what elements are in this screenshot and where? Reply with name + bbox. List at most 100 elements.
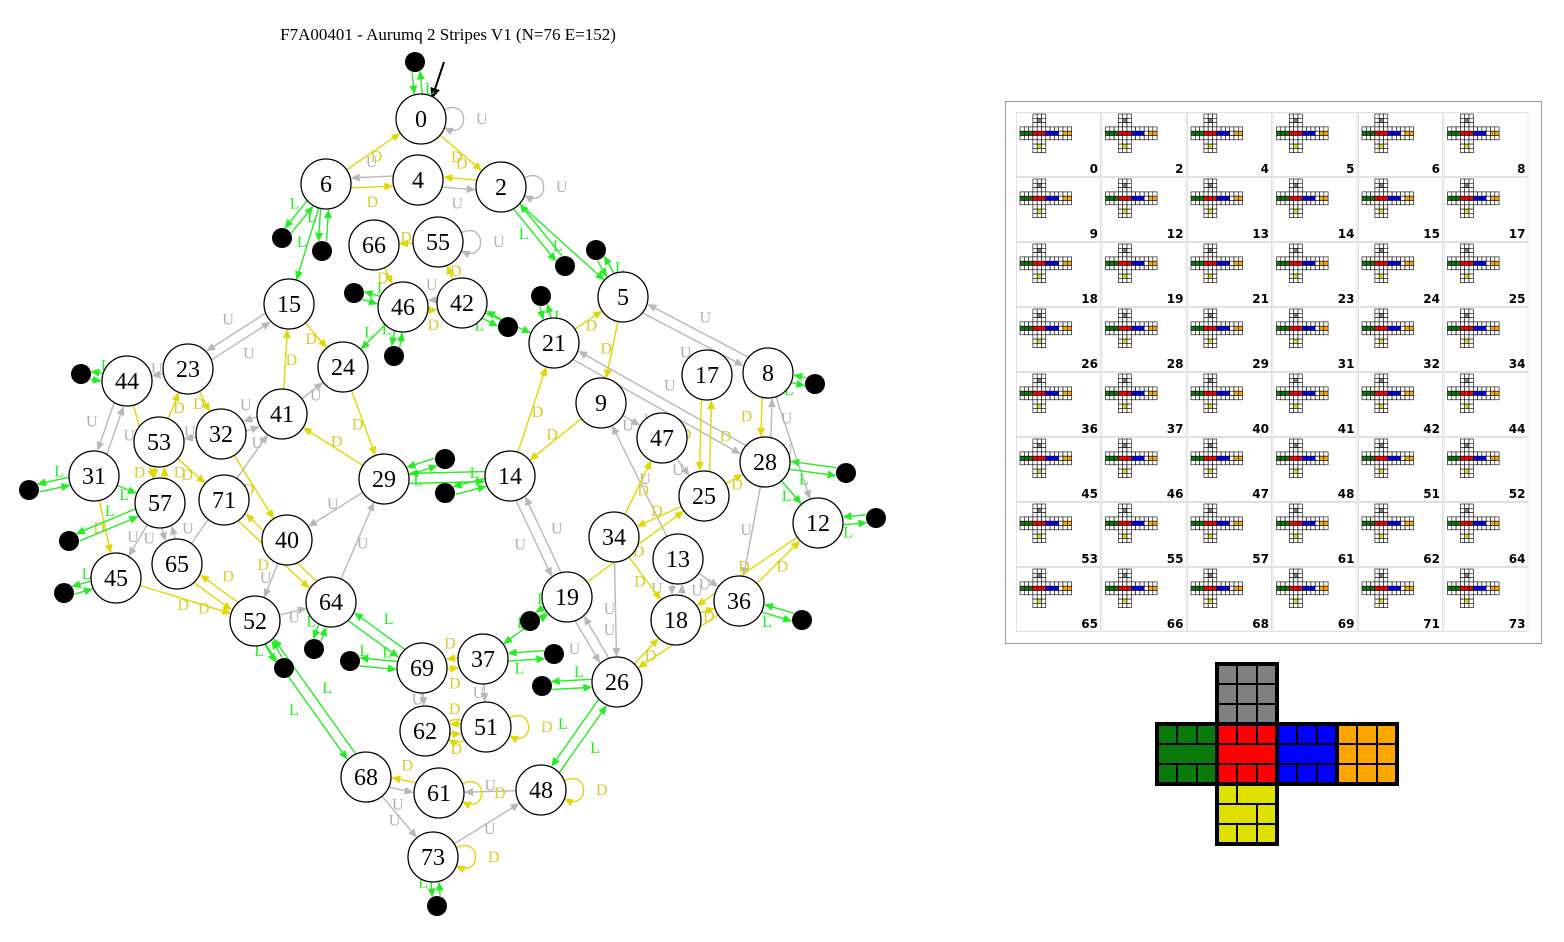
state-node[interactable]: 4	[392, 154, 444, 206]
state-node-label: 2	[495, 175, 507, 201]
state-node[interactable]: 65	[151, 538, 203, 590]
state-node-label: 14	[498, 464, 522, 490]
state-node[interactable]: 68	[340, 751, 392, 803]
state-node[interactable]: 73	[407, 831, 459, 883]
dead-end-edge	[264, 644, 276, 663]
dead-end-return-edge	[323, 209, 332, 242]
state-node[interactable]: 34	[588, 511, 640, 563]
edge-label: D	[243, 482, 255, 499]
state-node[interactable]: 44	[101, 355, 153, 407]
state-node[interactable]: 51	[460, 701, 512, 753]
state-node-label: 32	[209, 422, 233, 448]
state-node[interactable]: 5	[597, 271, 649, 323]
graph-edge	[446, 654, 458, 663]
state-node-label: 47	[650, 426, 674, 452]
state-node[interactable]: 45	[90, 552, 142, 604]
edge-label: D	[377, 270, 389, 287]
edge-label: U	[514, 537, 526, 554]
state-node-label: 24	[331, 355, 355, 381]
graph-edge	[139, 584, 232, 615]
state-thumbnail: 71	[1358, 567, 1443, 632]
dead-end-return-edge	[552, 683, 593, 692]
dead-end-node	[544, 644, 564, 664]
edge-label: U	[485, 777, 497, 794]
state-node[interactable]: 12	[792, 497, 844, 549]
edge-label: D	[450, 263, 462, 280]
state-node[interactable]: 8	[742, 347, 794, 399]
state-node-label: 62	[413, 719, 437, 745]
state-node[interactable]: 13	[652, 533, 704, 585]
state-node[interactable]: 62	[399, 705, 451, 757]
state-node[interactable]: 15	[263, 278, 315, 330]
state-node-label: 13	[666, 547, 690, 573]
edge-label: U	[366, 154, 378, 171]
graph-edge	[741, 486, 762, 577]
state-node[interactable]: 14	[484, 450, 536, 502]
dead-end-edge	[761, 611, 793, 623]
state-node[interactable]: 64	[305, 576, 357, 628]
state-node[interactable]: 55	[412, 216, 464, 268]
state-node[interactable]: 52	[229, 595, 281, 647]
state-node[interactable]: 0	[395, 93, 447, 145]
state-node-label: 36	[727, 589, 751, 615]
state-node-label: 28	[753, 450, 777, 476]
graph-edge	[450, 730, 462, 739]
state-node[interactable]: 57	[134, 477, 186, 529]
state-node-label: 8	[762, 361, 774, 387]
state-node[interactable]: 69	[396, 642, 448, 694]
state-node[interactable]: 36	[713, 575, 765, 627]
edge-label: L	[359, 643, 369, 660]
graph-edge	[193, 582, 232, 611]
state-node-label: 15	[277, 292, 301, 318]
edge-label: U	[473, 685, 485, 702]
self-loop-edge	[455, 845, 477, 874]
thumbnail-label: 12	[1167, 227, 1184, 241]
graph-edge	[612, 561, 621, 658]
state-node[interactable]: 42	[436, 277, 488, 329]
state-node[interactable]: 46	[377, 281, 429, 333]
state-node[interactable]: 2	[475, 161, 527, 213]
graph-edge	[233, 454, 274, 519]
state-node[interactable]: 66	[348, 219, 400, 271]
self-loop-edge	[443, 107, 465, 136]
state-node[interactable]: 6	[300, 158, 352, 210]
state-node[interactable]: 37	[457, 633, 509, 685]
dead-end-return-edge	[842, 512, 866, 521]
edge-label: U	[639, 471, 651, 488]
state-node[interactable]: 53	[133, 416, 185, 468]
state-node-label: 65	[165, 552, 189, 578]
thumbnail-label: 31	[1338, 357, 1355, 371]
state-node[interactable]: 17	[681, 349, 733, 401]
state-node[interactable]: 61	[413, 767, 465, 819]
dead-end-edge	[545, 303, 554, 319]
state-node[interactable]: 19	[541, 571, 593, 623]
edge-label: D	[456, 156, 468, 173]
state-node[interactable]: 71	[198, 474, 250, 526]
state-node[interactable]: 40	[261, 514, 313, 566]
state-thumbnail: 55	[1101, 502, 1187, 567]
state-node[interactable]: 31	[68, 450, 120, 502]
state-node[interactable]: 32	[195, 408, 247, 460]
state-node[interactable]: 18	[650, 594, 702, 646]
state-thumbnail: 12	[1101, 177, 1187, 242]
edge-label: L	[413, 472, 423, 489]
state-node[interactable]: 25	[678, 470, 730, 522]
state-node[interactable]: 47	[636, 412, 688, 464]
state-node[interactable]: 9	[575, 377, 627, 429]
state-thumbnail: 52	[1443, 437, 1529, 502]
state-node[interactable]: 28	[739, 436, 791, 488]
dead-end-edge	[550, 677, 592, 686]
dead-end-return-edge	[362, 297, 378, 306]
state-thumbnail: 73	[1443, 567, 1529, 632]
state-node[interactable]: 29	[358, 453, 410, 505]
graph-edge	[636, 505, 682, 527]
state-node[interactable]: 23	[162, 343, 214, 395]
state-node[interactable]: 21	[528, 317, 580, 369]
state-node[interactable]: 24	[317, 341, 369, 393]
state-node[interactable]: 48	[515, 764, 567, 816]
state-node[interactable]: 26	[591, 656, 643, 708]
graph-edge	[725, 474, 744, 485]
state-node[interactable]: 41	[256, 388, 308, 440]
state-node-label: 69	[410, 656, 434, 682]
edge-label: U	[484, 821, 496, 838]
